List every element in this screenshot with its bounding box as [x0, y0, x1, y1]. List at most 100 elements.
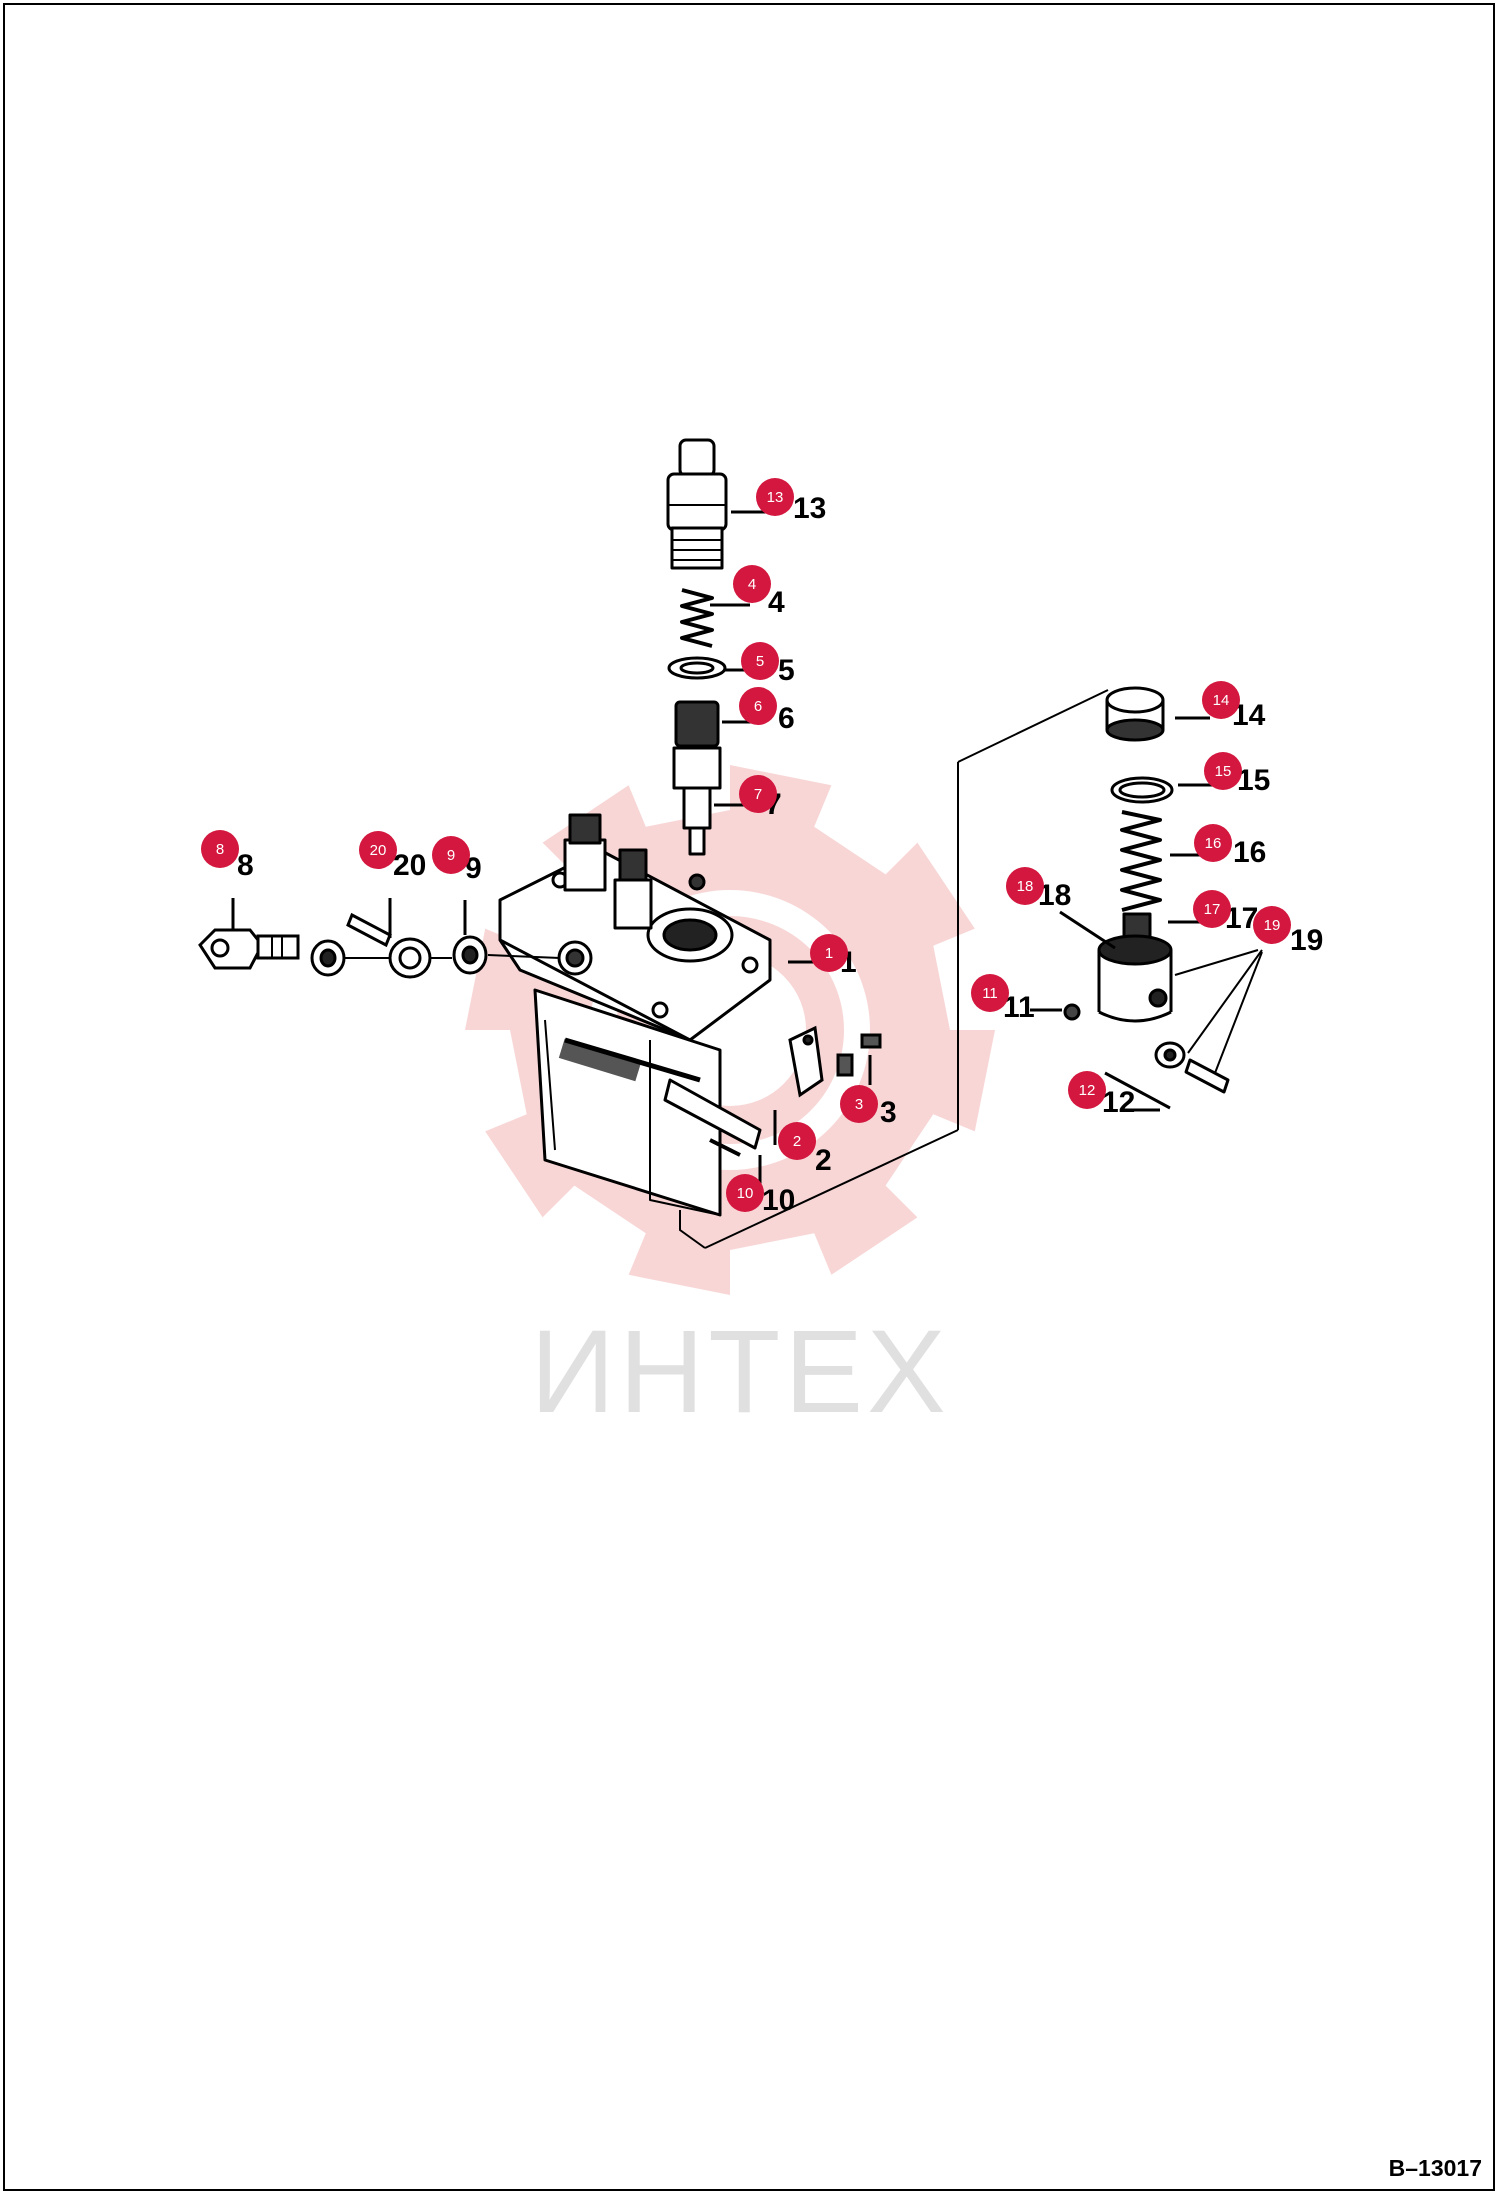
badge-label: 15	[1215, 763, 1232, 780]
badge-label: 12	[1079, 1082, 1096, 1099]
badge-circle	[1194, 824, 1232, 862]
badge-circle	[1253, 906, 1291, 944]
part-spring-washer[interactable]	[1110, 776, 1174, 804]
part-number-16: 16	[1233, 836, 1266, 869]
badge-circle	[359, 831, 397, 869]
assembly-outline	[679, 689, 1109, 1249]
fitting-axis-line	[345, 954, 561, 959]
badge-label: 1	[825, 945, 833, 962]
badge-circle	[778, 1122, 816, 1160]
part-delivery-valve-seat[interactable]	[672, 746, 722, 891]
part-badge-10[interactable]: 10	[726, 1174, 764, 1212]
badge-circle	[201, 830, 239, 868]
part-badge-2[interactable]: 2	[778, 1122, 816, 1160]
part-number-20: 20	[393, 849, 426, 882]
badge-label: 3	[855, 1096, 863, 1113]
badge-label: 18	[1017, 878, 1034, 895]
part-badge-8[interactable]: 8	[201, 830, 239, 868]
part-bolt[interactable]	[836, 1033, 882, 1077]
part-badge-15[interactable]: 15	[1204, 752, 1242, 790]
part-badge-4[interactable]: 4	[733, 565, 771, 603]
badge-label: 10	[737, 1185, 754, 1202]
part-badge-13[interactable]: 13	[756, 478, 794, 516]
part-badge-18[interactable]: 18	[1006, 867, 1044, 905]
part-bracket[interactable]	[788, 1025, 824, 1098]
badge-label: 8	[216, 841, 224, 858]
badge-circle	[432, 836, 470, 874]
badge-circle	[1204, 752, 1242, 790]
badge-label: 5	[756, 653, 764, 670]
badge-label: 11	[982, 985, 998, 1002]
leader-lines-19	[1174, 949, 1263, 1074]
part-number-8: 8	[237, 849, 254, 882]
badge-label: 14	[1213, 692, 1230, 709]
badge-circle	[733, 565, 771, 603]
part-badge-9[interactable]: 9	[432, 836, 470, 874]
part-badge-12[interactable]: 12	[1068, 1071, 1106, 1109]
badge-label: 17	[1204, 901, 1221, 918]
badge-label: 16	[1205, 835, 1222, 852]
part-pin[interactable]	[1104, 1071, 1171, 1110]
leader-line-18	[1059, 910, 1116, 950]
part-tappet-assembly[interactable]	[1097, 934, 1230, 1094]
part-number-6: 6	[778, 702, 795, 735]
badge-label: 4	[748, 576, 756, 593]
badge-label: 2	[793, 1133, 801, 1150]
badge-circle	[1193, 890, 1231, 928]
part-washer[interactable]	[310, 939, 346, 977]
part-banjo-bolt[interactable]	[198, 928, 300, 970]
badge-circle	[971, 974, 1009, 1012]
part-number-2: 2	[815, 1144, 832, 1177]
badge-circle	[840, 1085, 878, 1123]
part-plunger-spring[interactable]	[1120, 810, 1162, 912]
part-badge-5[interactable]: 5	[741, 642, 779, 680]
badge-circle	[741, 642, 779, 680]
badge-circle	[1068, 1071, 1106, 1109]
part-badge-19[interactable]: 19	[1253, 906, 1291, 944]
badge-label: 6	[754, 698, 762, 715]
badge-label: 9	[447, 847, 455, 864]
part-badge-20[interactable]: 20	[359, 831, 397, 869]
badge-label: 13	[767, 489, 784, 506]
part-number-12: 12	[1102, 1086, 1135, 1119]
part-washer-2[interactable]	[452, 935, 488, 975]
part-badge-14[interactable]: 14	[1202, 681, 1240, 719]
part-number-15: 15	[1237, 764, 1270, 797]
part-delivery-valve-spring[interactable]	[680, 588, 714, 648]
part-badge-7[interactable]: 7	[739, 775, 777, 813]
part-upper-spring-seat[interactable]	[1105, 686, 1165, 742]
part-number-13: 13	[793, 492, 826, 525]
badge-circle	[810, 934, 848, 972]
badge-label: 20	[370, 842, 387, 859]
badge-label: 7	[754, 786, 762, 803]
part-number-10: 10	[762, 1184, 795, 1217]
part-badge-1[interactable]: 1	[810, 934, 848, 972]
part-delivery-valve[interactable]	[674, 700, 720, 748]
part-screw[interactable]	[1063, 1003, 1081, 1021]
part-number-3: 3	[880, 1096, 897, 1129]
part-badge-17[interactable]: 17	[1193, 890, 1231, 928]
part-number-5: 5	[778, 654, 795, 687]
part-gasket[interactable]	[667, 656, 727, 680]
badge-circle	[756, 478, 794, 516]
badge-label: 19	[1264, 917, 1281, 934]
watermark-text: ИНТЕХ	[530, 1306, 950, 1438]
badge-circle	[726, 1174, 764, 1212]
badge-circle	[739, 775, 777, 813]
part-badge-16[interactable]: 16	[1194, 824, 1232, 862]
part-badge-3[interactable]: 3	[840, 1085, 878, 1123]
part-number-19: 19	[1290, 924, 1323, 957]
drawing-code: B–13017	[1388, 2155, 1482, 2181]
badge-circle	[1202, 681, 1240, 719]
part-delivery-valve-holder[interactable]	[666, 438, 728, 570]
part-pump-body[interactable]	[498, 813, 772, 1217]
part-badge-11[interactable]: 11	[971, 974, 1009, 1012]
part-badge-6[interactable]: 6	[739, 687, 777, 725]
badge-circle	[739, 687, 777, 725]
drawing-frame	[3, 3, 1495, 2191]
part-number-4: 4	[768, 586, 785, 619]
badge-circle	[1006, 867, 1044, 905]
